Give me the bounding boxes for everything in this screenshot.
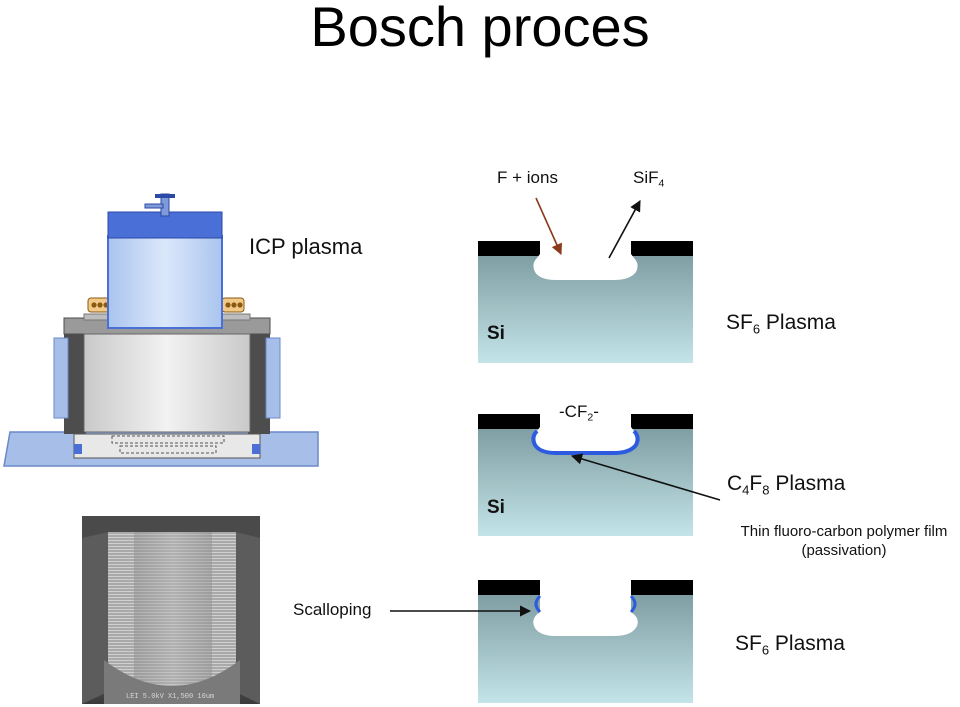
sif4-label: SiF4	[633, 168, 665, 190]
mask-right	[631, 241, 693, 256]
page-title: Bosch proces	[310, 0, 650, 58]
polymer-film-note: Thin fluoro-carbon polymer film (passiva…	[728, 522, 960, 560]
si-label: Si	[487, 323, 505, 344]
mask-left	[478, 414, 540, 429]
icp-plasma-label: ICP plasma	[249, 234, 363, 259]
scallop-left	[534, 594, 542, 614]
svg-text:LEI 5.0kV X1,500 10um: LEI 5.0kV X1,500 10um	[126, 693, 214, 701]
passivation-step	[478, 414, 721, 536]
f-ions-label: F + ions	[497, 168, 558, 187]
film-arrow	[570, 453, 721, 501]
etched-cavity	[533, 254, 638, 280]
etch-step-1	[478, 197, 693, 363]
ion-arrow	[535, 197, 563, 256]
etch-step-2	[390, 580, 693, 703]
product-arrow	[608, 200, 641, 259]
c4f8-plasma-label: C4F8 Plasma	[727, 472, 846, 498]
process-chamber	[83, 333, 251, 433]
mask-right	[631, 414, 693, 429]
si-label: Si	[487, 497, 505, 518]
cf2-label: -CF2-	[559, 402, 599, 424]
rf-coil-left	[87, 297, 111, 313]
rf-coil-right	[221, 297, 245, 313]
sf6-plasma-label-repeat: SF6 Plasma	[735, 632, 845, 658]
polymer-film-note-line1: Thin fluoro-carbon polymer film	[740, 523, 948, 540]
polymer-film	[531, 429, 640, 455]
sf6-plasma-label: SF6 Plasma	[726, 311, 836, 337]
polymer-film-note-line2: (passivation)	[801, 542, 887, 559]
mask-left	[478, 241, 540, 256]
icp-source-tube	[107, 235, 223, 329]
etched-cavity	[533, 427, 638, 453]
chamber-wall-left	[64, 322, 86, 434]
mask-right	[631, 580, 693, 595]
scallop-right	[629, 594, 637, 614]
icp-reactor-illustration	[3, 193, 319, 467]
chamber-wall-right	[248, 322, 270, 434]
sem-trench-image: LEI 5.0kV X1,500 10um	[82, 516, 260, 704]
mask-left	[478, 580, 540, 595]
etched-cavity	[533, 594, 638, 636]
scalloping-label: Scalloping	[293, 600, 372, 619]
